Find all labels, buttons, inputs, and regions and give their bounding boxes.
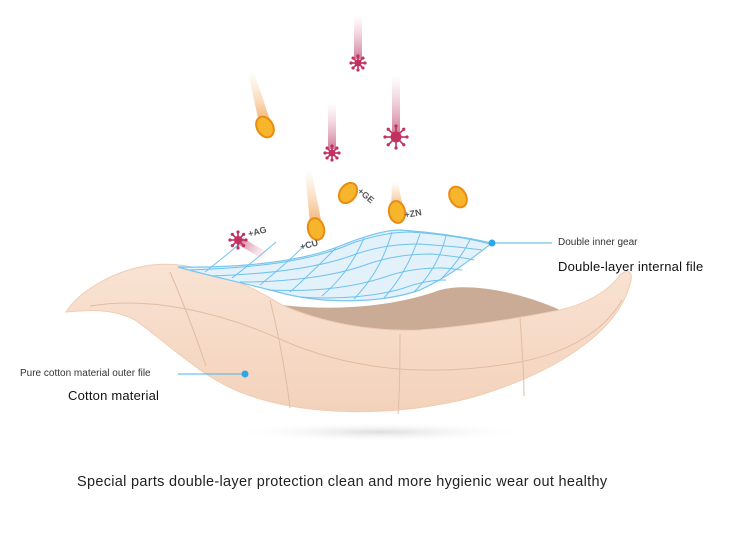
mesh-grid-line	[189, 231, 491, 271]
label-outer-small: Pure cotton material outer file	[20, 368, 151, 379]
mesh-grid-line	[383, 233, 421, 299]
chem-ag-label: +AG	[247, 224, 268, 239]
mesh-grid-line	[289, 247, 337, 293]
mesh-grid-line	[211, 243, 483, 277]
germ-icon	[228, 230, 248, 250]
callout-outer	[178, 370, 249, 378]
callout-dot-outer	[241, 370, 249, 378]
chem-zn-label: +ZN	[404, 207, 423, 220]
label-inner-big: Double-layer internal file	[558, 259, 704, 274]
mesh-grid-line	[321, 237, 365, 297]
germ-tail	[392, 75, 400, 133]
callout-dot-inner	[488, 239, 496, 247]
chem-cu-label: +CU	[299, 238, 319, 252]
chem-ge-label: +GE	[356, 186, 376, 205]
caption: Special parts double-layer protection cl…	[77, 474, 608, 490]
mineral-drop-icon	[387, 200, 407, 224]
particle-tail	[305, 169, 322, 225]
inner-cavity	[282, 287, 560, 331]
label-outer-big: Cotton material	[68, 388, 160, 403]
mesh-grid-line	[353, 231, 393, 300]
floor-shadow	[230, 422, 530, 442]
germ-tail	[354, 15, 362, 59]
mineral-drop-icon	[337, 181, 359, 205]
mineral-drop-icon	[306, 217, 326, 241]
mesh-grid-line	[299, 279, 447, 299]
mineral-drop-icon	[448, 185, 468, 209]
germ-icon	[383, 124, 409, 150]
particle-tail	[248, 72, 271, 123]
mesh-grid-line	[441, 239, 471, 279]
cotton-outer-layer	[65, 263, 632, 415]
callout-inner	[488, 239, 552, 247]
germ-icon	[349, 54, 367, 72]
germ-tail	[328, 103, 336, 149]
germ-tail	[235, 236, 270, 261]
mesh-inner-layer	[177, 229, 494, 302]
mesh-grid-line	[239, 253, 475, 283]
label-inner-small: Double inner gear	[558, 237, 638, 248]
mesh-grid-line	[267, 267, 463, 291]
germ-icon	[323, 144, 341, 162]
mineral-drop-icon	[255, 115, 275, 139]
